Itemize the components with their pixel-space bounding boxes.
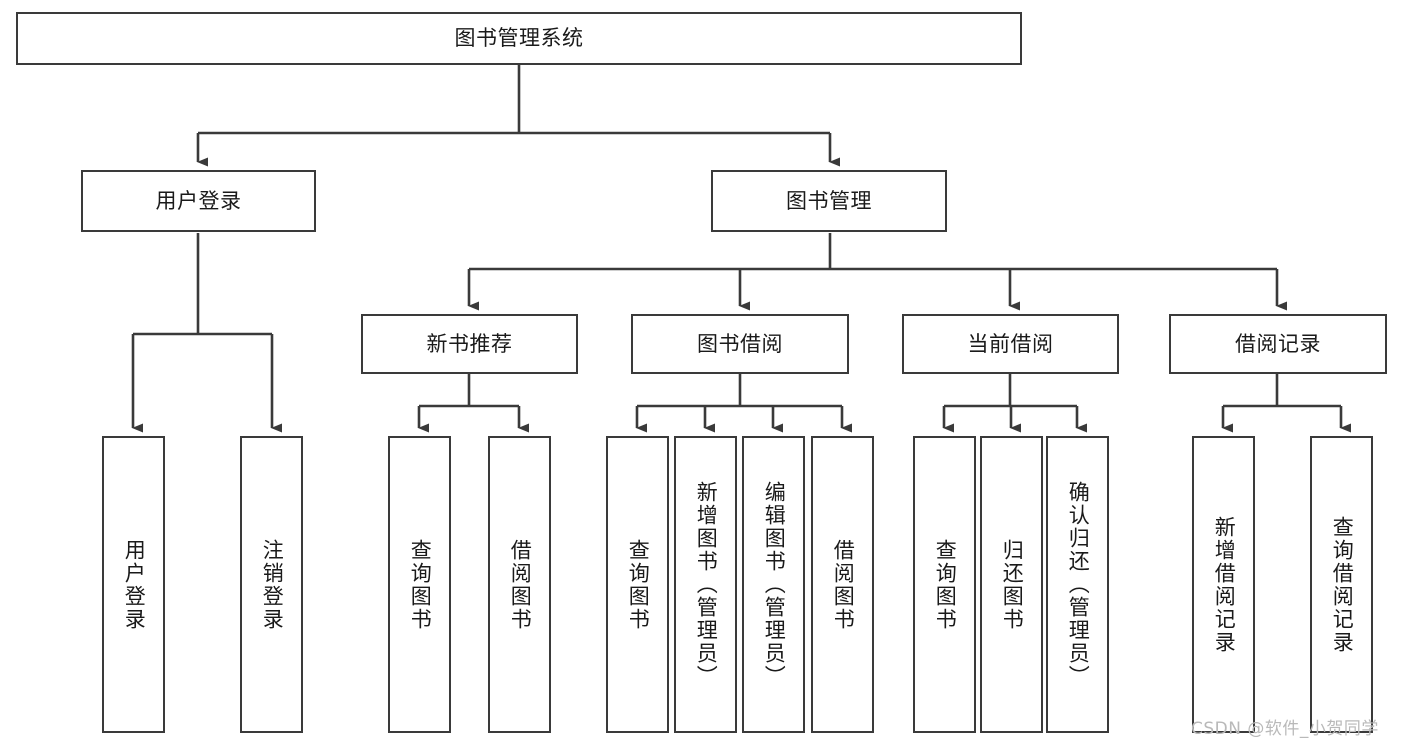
node-label: 借阅图书 xyxy=(508,538,533,631)
node-label: 图书管理系统 xyxy=(454,26,584,51)
node-label: 当前借阅 xyxy=(967,331,1054,356)
node-borrowing-record[interactable]: 借阅记录 xyxy=(1169,314,1387,374)
node-label: 查询图书 xyxy=(933,538,958,631)
node-leaf-new-book-query-books[interactable]: 查询图书 xyxy=(388,436,451,733)
node-leaf-new-book-borrow-books[interactable]: 借阅图书 xyxy=(488,436,551,733)
node-label: 查询借阅记录 xyxy=(1330,515,1355,654)
node-label: 借阅图书 xyxy=(831,538,856,631)
node-book-management[interactable]: 图书管理 xyxy=(711,170,947,232)
node-leaf-user-login-login[interactable]: 用户登录 xyxy=(102,436,165,733)
node-new-book-recommendation[interactable]: 新书推荐 xyxy=(361,314,578,374)
node-label: 新增借阅记录 xyxy=(1212,515,1237,654)
node-label: 新增图书（管理员） xyxy=(694,481,719,688)
node-label: 图书借阅 xyxy=(697,331,783,356)
node-label: 借阅记录 xyxy=(1235,331,1321,356)
node-leaf-book-borrow-add-book-admin[interactable]: 新增图书（管理员） xyxy=(674,436,737,733)
node-label: 归还图书 xyxy=(1000,538,1025,631)
node-label: 编辑图书（管理员） xyxy=(762,481,787,688)
node-label: 查询图书 xyxy=(408,538,433,631)
node-leaf-user-login-logout[interactable]: 注销登录 xyxy=(240,436,303,733)
node-leaf-book-borrow-edit-book-admin[interactable]: 编辑图书（管理员） xyxy=(742,436,805,733)
node-leaf-current-borrow-return-books[interactable]: 归还图书 xyxy=(980,436,1043,733)
node-leaf-book-borrow-query-books[interactable]: 查询图书 xyxy=(606,436,669,733)
node-label: 确认归还（管理员） xyxy=(1066,481,1091,688)
node-label: 用户登录 xyxy=(155,188,242,213)
node-leaf-book-borrow-borrow-books[interactable]: 借阅图书 xyxy=(811,436,874,733)
node-label: 图书管理 xyxy=(786,188,872,213)
node-label: 新书推荐 xyxy=(426,331,513,356)
node-leaf-borrow-record-query-record[interactable]: 查询借阅记录 xyxy=(1310,436,1373,733)
node-book-borrowing[interactable]: 图书借阅 xyxy=(631,314,849,374)
node-label: 查询图书 xyxy=(626,538,651,631)
node-label: 用户登录 xyxy=(122,538,147,631)
node-root-book-management-system[interactable]: 图书管理系统 xyxy=(16,12,1022,65)
node-leaf-current-borrow-confirm-return-admin[interactable]: 确认归还（管理员） xyxy=(1046,436,1109,733)
node-current-borrowing[interactable]: 当前借阅 xyxy=(902,314,1119,374)
node-leaf-borrow-record-add-record[interactable]: 新增借阅记录 xyxy=(1192,436,1255,733)
node-leaf-current-borrow-query-books[interactable]: 查询图书 xyxy=(913,436,976,733)
csdn-watermark: CSDN @软件_小贺同学 xyxy=(1191,719,1379,739)
node-label: 注销登录 xyxy=(260,538,285,631)
node-user-login[interactable]: 用户登录 xyxy=(81,170,316,232)
